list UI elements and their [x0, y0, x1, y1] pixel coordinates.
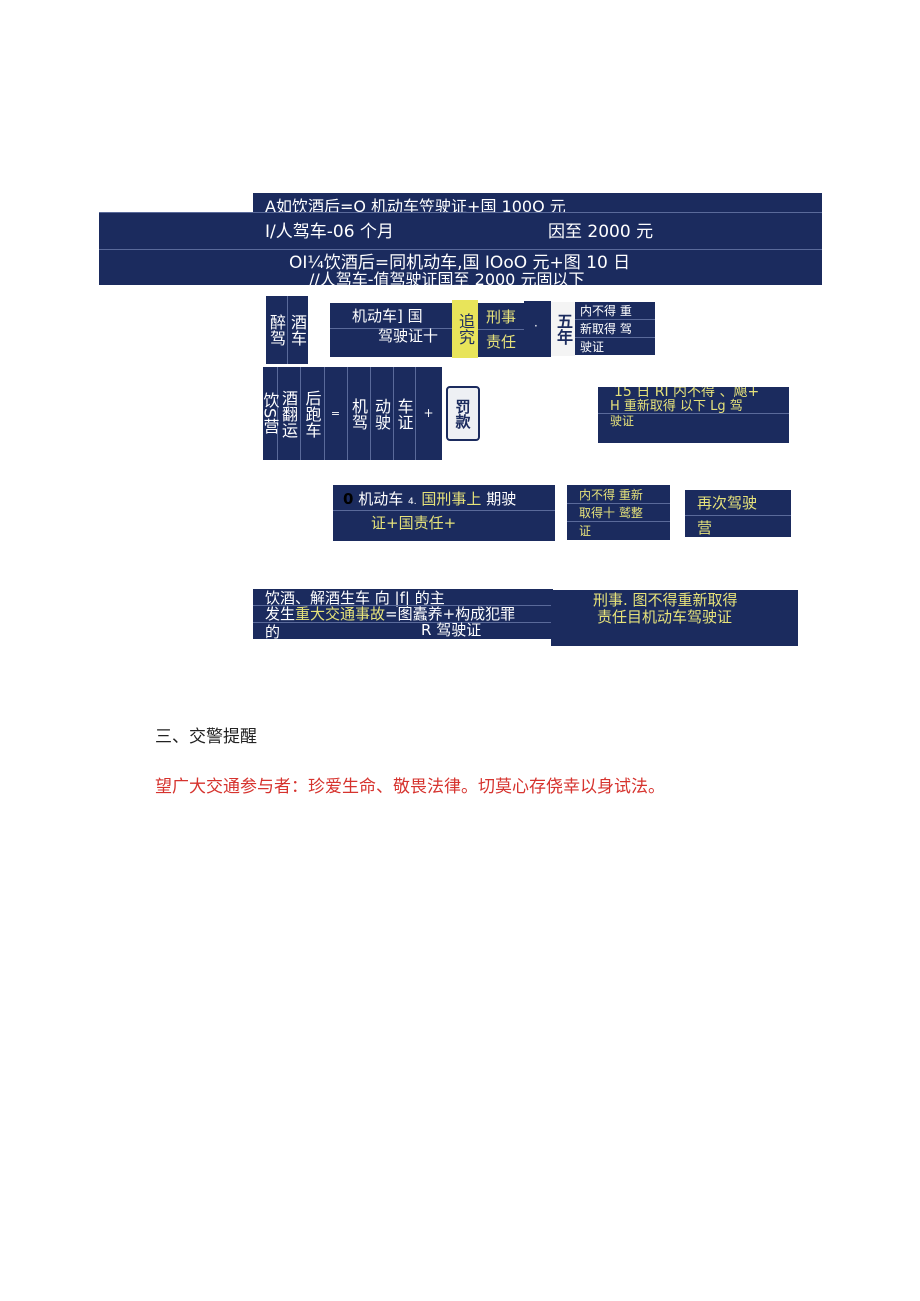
revoke-detail-line2: 取得十 鹫整	[579, 506, 643, 520]
fine-text: 罚款	[453, 398, 472, 429]
column-equals: =	[330, 407, 341, 420]
column-3: 后跑车	[302, 389, 322, 438]
reminder-text: 望广大交通参与者：珍爱生命、敬畏法律。切莫心存侥幸以身试法。	[155, 777, 665, 797]
drunk-penalty-line2: 驾驶证十	[378, 327, 439, 345]
again-panel: 再次驾驶 营	[685, 490, 791, 537]
row1-panel: A如饮酒后=O 机动车笠驶证+国 100O 元	[253, 193, 822, 216]
drunk-penalty-line1: 机动车] 国	[352, 307, 423, 325]
criminal-line2: 责任	[486, 333, 517, 351]
column-7: 车证	[394, 397, 414, 430]
five-years-line2: 新取得 驾	[580, 322, 632, 336]
connector-dot: ·	[534, 319, 538, 333]
accident-line3a: 的	[265, 623, 281, 641]
revoke-detail-line1: 内不得 重新	[579, 488, 643, 502]
accident-l2c: =图蠹养+构成犯罪	[385, 605, 516, 623]
drunk-col-1: 醉驾	[267, 314, 286, 346]
revoke-criminal: 国刑事上	[421, 490, 482, 508]
revoke-panel: 0 机动车 4. 国刑事上 期驶 证+国责任+	[333, 485, 555, 541]
column-2: 酒翻运	[279, 389, 298, 438]
suspension-line1: 15 日 RI 内不得 、飓+	[614, 387, 760, 400]
revoke-small: 4.	[408, 497, 417, 507]
accident-result-panel: 刑事. 图不得重新取得 责任目机动车驾驶证	[551, 590, 798, 646]
suspension-line3: 驶证	[610, 414, 635, 428]
column-6: 动驶	[372, 397, 391, 430]
accident-major: 重大交通事故	[295, 605, 386, 623]
row3-panel: OI¼饮酒后=同机动车,国 IOoO 元+图 10 日 //人驾车-值驾驶证国至…	[99, 249, 822, 289]
again-line1: 再次驾驶	[697, 494, 758, 512]
connector-panel: ·	[524, 301, 551, 357]
five-years-text: 五年	[554, 313, 573, 345]
five-years-line1: 内不得 重	[580, 304, 632, 318]
column-5: 机驾	[349, 397, 368, 430]
accident-panel: 饮酒、解酒生车 向 |f| 的主 发生重大交通事故=图蠹养+构成犯罪 的 R 驾…	[253, 589, 553, 641]
drunk-col-2: 酒车	[288, 314, 307, 346]
row2-panel: I/人驾车-06 个月 因至 2000 元	[99, 212, 822, 249]
row3-line2: //人驾车-值驾驶证国至 2000 元固以下	[309, 270, 585, 289]
pursue-text: 追究	[456, 313, 475, 345]
five-years-line3: 驶证	[580, 340, 605, 354]
criminal-liability-panel: 刑事 责任	[478, 303, 524, 357]
revoke-detail-line3: 证	[579, 524, 592, 538]
suspension-line2: H 重新取得 以下 Lg 驾	[610, 399, 743, 414]
revoke-line2: 证+国责任+	[371, 514, 457, 532]
accident-result-line1: 刑事. 图不得重新取得	[593, 591, 738, 609]
five-years-detail: 内不得 重 新取得 驾 驶证	[575, 302, 655, 355]
row3-line1: OI¼饮酒后=同机动车,国 IOoO 元+图 10 日	[289, 253, 631, 273]
column-1: 饮S营	[260, 392, 280, 435]
drunk-penalty-panel: 机动车] 国 驾驶证十	[330, 303, 453, 357]
row2-right: 因至 2000 元	[548, 222, 654, 242]
pursue-badge: 追究	[452, 300, 478, 358]
five-years-badge: 五年	[551, 302, 575, 356]
accident-line3b: R 驾驶证	[421, 621, 482, 639]
criminal-line1: 刑事	[486, 308, 517, 326]
accident-line1: 饮酒、解酒生车 向 |f| 的主	[265, 589, 445, 607]
accident-result-line2: 责任目机动车驾驶证	[597, 608, 733, 626]
accident-l2a: 发生	[265, 605, 296, 623]
revoke-detail: 内不得 重新 取得十 鹫整 证	[567, 485, 670, 540]
revoke-vehicle: 机动车	[358, 490, 404, 508]
again-line2: 营	[697, 519, 713, 537]
revoke-prefix: 0	[343, 490, 354, 508]
drinking-columns-panel: 饮S营 酒翻运 后跑车 = 机驾 动驶 车证 +	[260, 367, 442, 460]
column-plus: +	[423, 406, 434, 420]
section-heading: 三、交警提醒	[155, 727, 257, 747]
fine-badge: 罚款	[446, 386, 480, 441]
drunk-driving-label: 醉驾 酒车	[266, 296, 308, 364]
row2-left: I/人驾车-06 个月	[265, 222, 394, 242]
row1-text: A如饮酒后=O 机动车笠驶证+国 100O 元	[265, 197, 566, 216]
suspension-panel: 15 日 RI 内不得 、飓+ H 重新取得 以下 Lg 驾 驶证	[598, 387, 789, 443]
revoke-end: 期驶	[486, 490, 517, 508]
